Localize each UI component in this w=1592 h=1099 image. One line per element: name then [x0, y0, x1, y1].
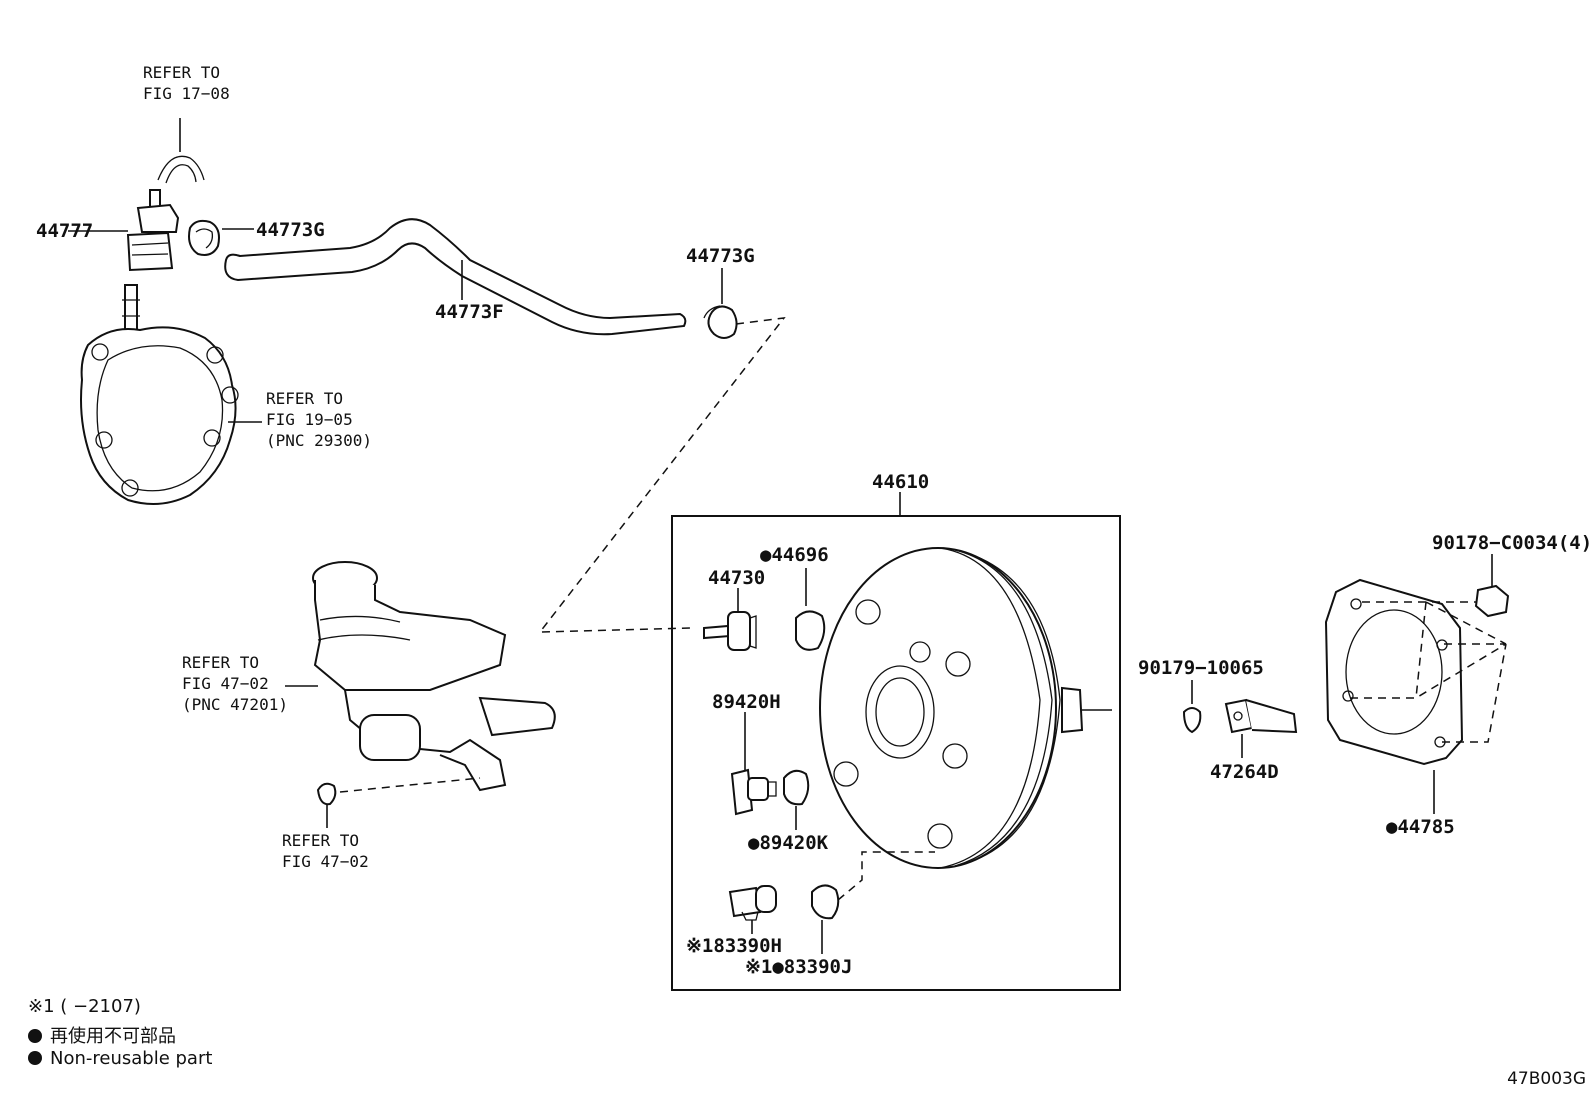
svg-text:REFER TO: REFER TO [143, 63, 220, 82]
hose-clamp-44773g-b [703, 305, 738, 339]
refer-fig-17-08: REFER TO FIG 17−08 [143, 63, 230, 152]
grommet-83390j [811, 884, 840, 920]
master-cylinder [312, 561, 556, 792]
label-44777: 44777 [36, 220, 93, 242]
refer-fig-19-05: REFER TO FIG 19−05 (PNC 29300) [266, 389, 372, 450]
legend-non-reusable-jp: 再使用不可部品 [28, 1022, 176, 1048]
bullet-icon [28, 1029, 42, 1043]
legend-note1: ※1 ( −2107) [28, 996, 141, 1017]
vacuum-hose-stub [157, 155, 205, 184]
label-90179: 90179−10065 [1138, 657, 1264, 679]
grommet-44696 [795, 610, 826, 651]
label-44773g-b: 44773G [686, 245, 755, 267]
legend-en-text: Non-reusable part [50, 1048, 213, 1069]
label-44610: 44610 [872, 471, 929, 493]
vacuum-pump [80, 326, 239, 505]
svg-text:(PNC 47201): (PNC 47201) [182, 695, 288, 714]
nut-90179 [1182, 707, 1202, 734]
svg-text:FIG 47−02: FIG 47−02 [282, 852, 369, 871]
svg-text:FIG 47−02: FIG 47−02 [182, 674, 269, 693]
svg-text:REFER TO: REFER TO [266, 389, 343, 408]
label-83390h: ※183390H [686, 935, 782, 957]
bullet-icon [28, 1051, 42, 1065]
brake-booster [819, 547, 1112, 869]
check-valve-44730 [703, 611, 757, 651]
label-44696: ●44696 [760, 544, 829, 566]
label-44730: 44730 [708, 567, 765, 589]
gasket-44785 [1324, 578, 1464, 766]
legend-jp-text: 再使用不可部品 [50, 1026, 176, 1047]
sensor-83390h [728, 885, 777, 921]
label-44785: ●44785 [1386, 816, 1455, 838]
figure-code: 47B003G [1507, 1069, 1586, 1089]
sensor-89420h [730, 768, 777, 816]
label-47264d: 47264D [1210, 761, 1279, 783]
vacuum-hose-44773f [224, 218, 687, 336]
label-44773g-a: 44773G [256, 219, 325, 241]
legend-non-reusable-en: Non-reusable part [28, 1048, 212, 1069]
label-89420h: 89420H [712, 691, 781, 713]
hose-clamp-44773g-a [188, 219, 220, 256]
svg-text:REFER TO: REFER TO [282, 831, 359, 850]
nut-90178 [1474, 584, 1510, 618]
clevis-47264d [1224, 698, 1298, 734]
svg-text:FIG 17−08: FIG 17−08 [143, 84, 230, 103]
grommet-ref [316, 782, 337, 806]
label-89420k: ●89420K [748, 832, 829, 854]
svg-text:(PNC 29300): (PNC 29300) [266, 431, 372, 450]
grommet-89420k [783, 769, 810, 806]
booster-assembly-box [671, 515, 1121, 991]
svg-text:REFER TO: REFER TO [182, 653, 259, 672]
check-valve-44777 [122, 189, 180, 346]
svg-text:FIG 19−05: FIG 19−05 [266, 410, 353, 429]
label-90178: 90178−C0034(4) [1432, 532, 1592, 554]
refer-fig-47-02-pnc: REFER TO FIG 47−02 (PNC 47201) [182, 653, 288, 714]
label-83390j: ※1●83390J [745, 956, 852, 978]
label-44773f: 44773F [435, 301, 504, 323]
refer-fig-47-02: REFER TO FIG 47−02 [282, 831, 369, 871]
